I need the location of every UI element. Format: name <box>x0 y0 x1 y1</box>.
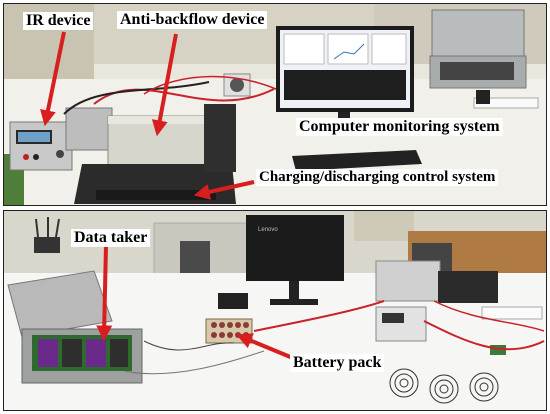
monitor-bottom <box>246 215 344 281</box>
label-battery-pack: Battery pack <box>290 354 385 372</box>
arrow-control-system <box>193 180 255 200</box>
bottom-photo-panel: Lenovo Data taker Battery pack <box>3 210 547 411</box>
monitor-brand-text: Lenovo <box>258 227 278 233</box>
label-computer-monitoring-system: Computer monitoring system <box>296 118 503 136</box>
top-photo-panel: IR device Anti-backflow device Computer … <box>3 3 547 206</box>
annotation-arrows-top <box>40 31 255 200</box>
label-data-taker: Data taker <box>71 229 151 247</box>
arrow-data-taker <box>96 244 113 342</box>
label-ir-device: IR device <box>23 12 94 30</box>
label-anti-backflow-device: Anti-backflow device <box>117 11 268 29</box>
lab-setup-photo-bottom <box>4 211 546 410</box>
arrow-ir-device <box>40 31 66 127</box>
label-charging-control-system: Charging/discharging control system <box>256 169 499 186</box>
arrow-anti-backflow-device <box>151 33 178 137</box>
